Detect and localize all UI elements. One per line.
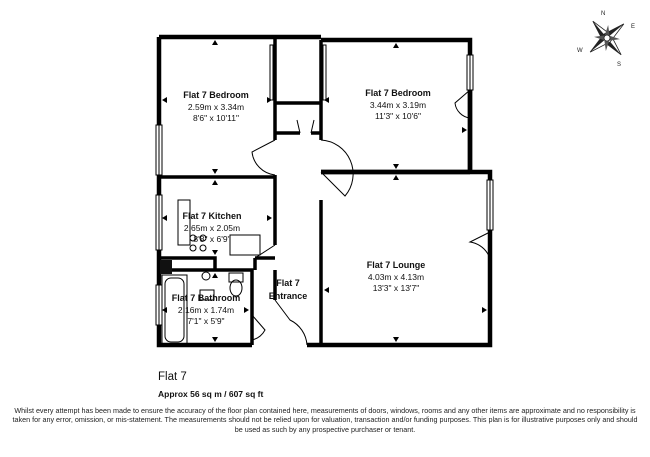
flat-area: Approx 56 sq m / 607 sq ft — [158, 389, 264, 399]
compass-letter: W — [577, 48, 583, 54]
compass-letter: S — [617, 62, 621, 68]
disclaimer-text: Whilst every attempt has been made to en… — [12, 406, 638, 434]
room-name-line-1: Flat 7 — [276, 278, 300, 288]
floor-plan: Flat 7 Bedroom 2.59m x 3.34m 8'6" x 10'1… — [155, 11, 635, 348]
room-label-bedroom-1: Flat 7 Bedroom 2.59m x 3.34m 8'6" x 10'1… — [183, 90, 249, 123]
room-name: Flat 7 Kitchen — [182, 211, 241, 221]
room-label-entrance: Flat 7 Entrance — [269, 278, 308, 301]
doors — [161, 44, 492, 346]
dimension-markers — [162, 40, 487, 342]
boiler-block — [160, 260, 172, 274]
room-imperial: 8'6" x 10'11" — [193, 113, 239, 123]
room-label-bathroom: Flat 7 Bathroom 2.16m x 1.74m 7'1" x 5'9… — [172, 293, 241, 326]
inner-walls — [159, 37, 323, 345]
windows — [155, 54, 494, 326]
room-metric: 2.65m x 2.05m — [184, 223, 240, 233]
room-metric: 2.16m x 1.74m — [178, 305, 234, 315]
room-imperial: 7'1" x 5'9" — [187, 316, 224, 326]
room-metric: 2.59m x 3.34m — [188, 102, 244, 112]
room-imperial: 8'8" x 6'9" — [193, 234, 230, 244]
compass-letter: E — [631, 24, 635, 30]
room-name: Flat 7 Bedroom — [183, 90, 249, 100]
room-metric: 3.44m x 3.19m — [370, 100, 426, 110]
room-metric: 4.03m x 4.13m — [368, 272, 424, 282]
room-imperial: 11'3" x 10'6" — [375, 111, 421, 121]
room-name: Flat 7 Lounge — [367, 260, 426, 270]
room-label-bedroom-2: Flat 7 Bedroom 3.44m x 3.19m 11'3" x 10'… — [365, 88, 431, 121]
room-name-line-2: Entrance — [269, 291, 308, 301]
room-label-lounge: Flat 7 Lounge 4.03m x 4.13m 13'3" x 13'7… — [367, 260, 426, 293]
room-name: Flat 7 Bedroom — [365, 88, 431, 98]
compass-icon: N E S W — [577, 11, 635, 68]
room-name: Flat 7 Bathroom — [172, 293, 241, 303]
walls — [156, 34, 493, 348]
room-imperial: 13'3" x 13'7" — [373, 283, 420, 293]
flat-title: Flat 7 — [158, 371, 187, 383]
compass-letter: N — [601, 11, 605, 17]
room-label-kitchen: Flat 7 Kitchen 2.65m x 2.05m 8'8" x 6'9" — [182, 211, 241, 244]
